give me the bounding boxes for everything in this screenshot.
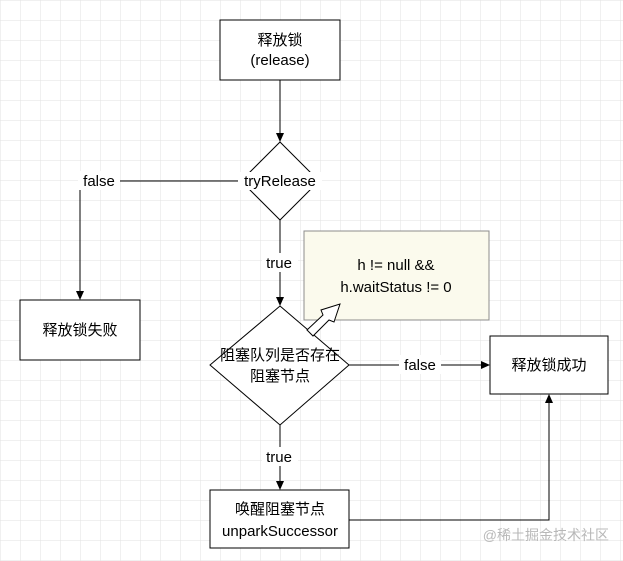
edge-tryrelease-true-to-check: true — [262, 220, 298, 306]
edge-check-true-to-unpark: true — [262, 425, 298, 490]
edge-start-to-tryrelease — [276, 80, 284, 142]
node-tryrelease-label: tryRelease — [244, 173, 316, 190]
edge-label-queue-false: false — [404, 357, 436, 374]
edge-unpark-to-success — [349, 394, 553, 521]
node-unpark: 唤醒阻塞节点 unparkSuccessor — [209, 489, 350, 549]
node-check-queue-line1: 阻塞队列是否存在 — [220, 346, 340, 364]
node-tryrelease: tryRelease — [238, 141, 322, 221]
edge-label-try-true: true — [266, 255, 292, 272]
node-success: 释放锁成功 — [489, 335, 609, 395]
note-pointer-arrow-icon — [306, 303, 341, 337]
node-unpark-title: 唤醒阻塞节点 — [235, 500, 325, 518]
node-fail-label: 释放锁失败 — [42, 322, 117, 339]
node-release-subtitle: (release) — [250, 52, 309, 69]
node-release: 释放锁 (release) — [219, 19, 341, 81]
edge-tryrelease-false-to-fail: false — [76, 171, 238, 300]
edge-check-false-to-success: false — [349, 355, 490, 374]
node-note-line2: h.waitStatus != 0 — [340, 279, 451, 296]
node-release-title: 释放锁 — [257, 32, 302, 49]
edge-label-queue-true: true — [266, 449, 292, 466]
node-unpark-subtitle: unparkSuccessor — [222, 523, 338, 540]
node-success-label: 释放锁成功 — [511, 357, 586, 374]
node-check-queue-line2: 阻塞节点 — [250, 367, 310, 385]
edge-label-try-false: false — [83, 173, 115, 190]
watermark: @稀土掘金技术社区 — [482, 527, 609, 543]
node-check-queue: 阻塞队列是否存在 阻塞节点 — [209, 305, 350, 426]
node-note-line1: h != null && — [357, 257, 434, 274]
node-fail: 释放锁失败 — [19, 299, 141, 361]
